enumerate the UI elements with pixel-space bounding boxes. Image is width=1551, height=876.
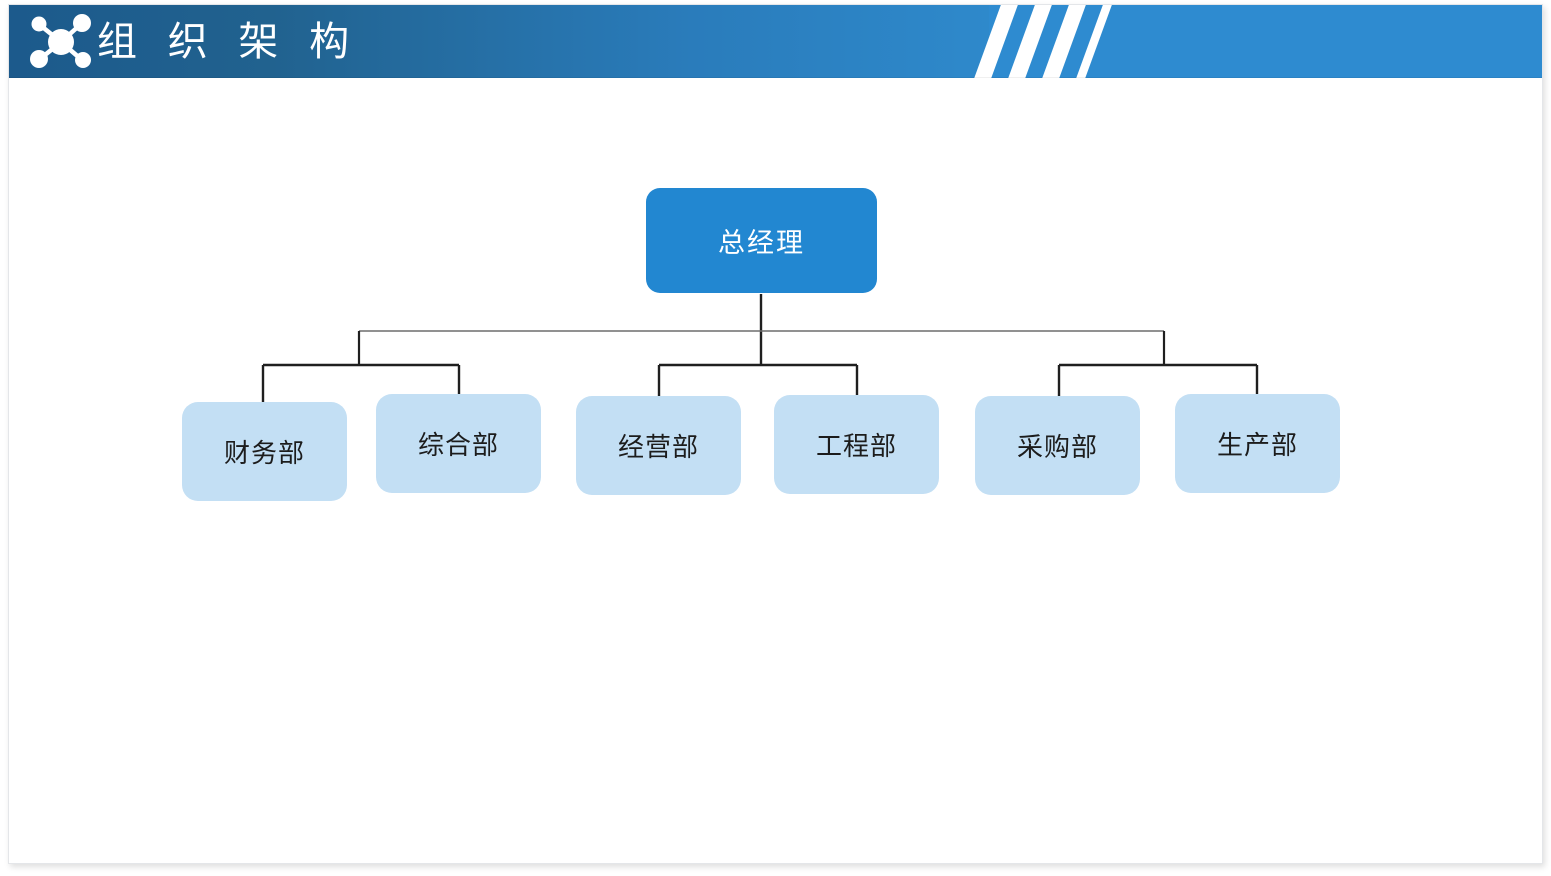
node-dept-0[interactable]: 财务部 [182, 402, 347, 501]
network-hub-icon [30, 14, 91, 68]
page-title: 组 织 架 构 [97, 19, 359, 65]
org-chart: 总经理 财务部 综合部 经营部 工程部 采购部 生产部 [9, 78, 1542, 863]
header-banner: 组 织 架 构 [9, 5, 1542, 78]
header-bottom-edge [9, 77, 1542, 78]
slide-canvas: 组 织 架 构 总经理 财务部 综合 [8, 4, 1543, 864]
node-root[interactable]: 总经理 [646, 188, 877, 293]
node-dept-4[interactable]: 采购部 [975, 396, 1140, 495]
node-dept-3[interactable]: 工程部 [774, 395, 939, 494]
node-dept-2[interactable]: 经营部 [576, 396, 741, 495]
header-band-dark [9, 5, 1059, 78]
node-dept-5[interactable]: 生产部 [1175, 394, 1340, 493]
connector-lines [261, 294, 1259, 403]
node-dept-1[interactable]: 综合部 [376, 394, 541, 493]
